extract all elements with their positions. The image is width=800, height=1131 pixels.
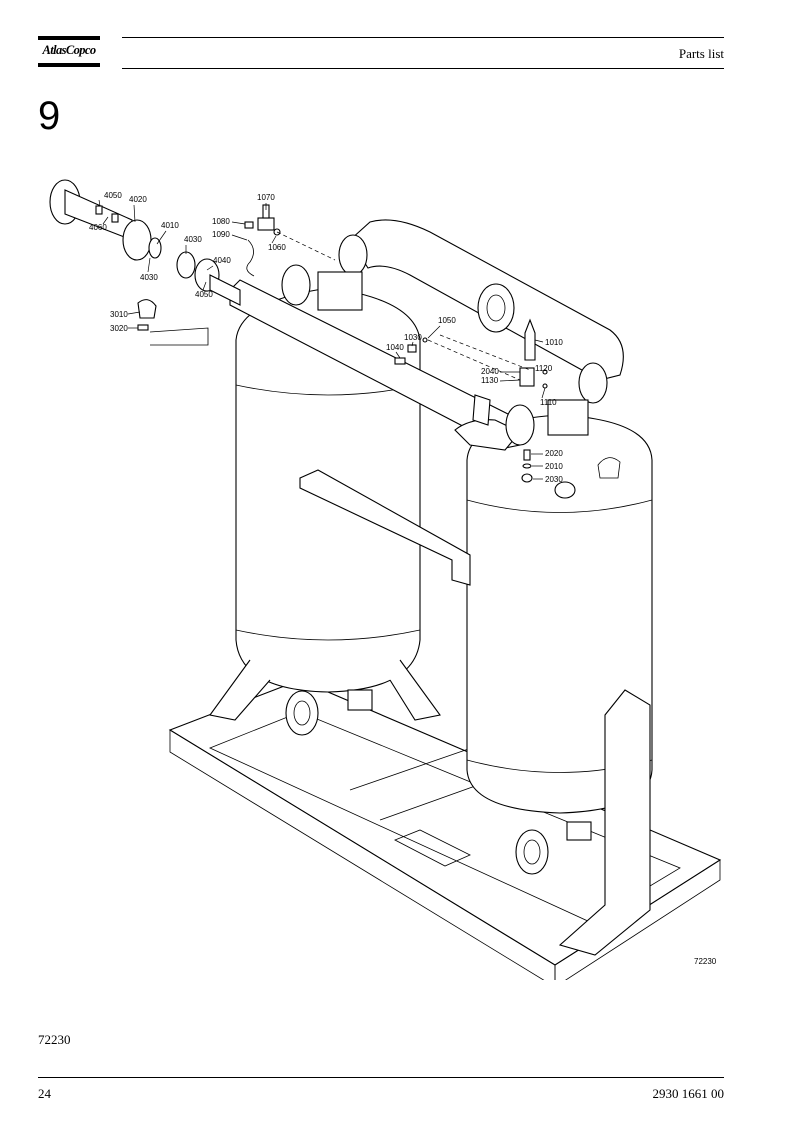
callout-4010: 4010 bbox=[161, 221, 179, 230]
callout-2010: 2010 bbox=[545, 462, 563, 471]
callout-4060: 4060 bbox=[89, 223, 107, 232]
cross-brace bbox=[299, 469, 471, 586]
callout-1050: 1050 bbox=[438, 316, 456, 325]
callout-1110: 1110 bbox=[540, 398, 557, 407]
callout-4050: 4050 bbox=[104, 191, 122, 200]
small-parts bbox=[137, 204, 548, 483]
atlas-copco-logo: AtlasCopco bbox=[38, 36, 100, 68]
front-vessel bbox=[466, 414, 653, 956]
header-rule-top bbox=[122, 37, 724, 38]
callout-2020: 2020 bbox=[545, 449, 563, 458]
logo-text: AtlasCopco bbox=[42, 43, 96, 57]
callout-1120: 1120 bbox=[535, 364, 553, 373]
logo-bar-top bbox=[38, 36, 100, 40]
callout-4040: 4040 bbox=[213, 256, 231, 265]
callout-2030: 2030 bbox=[545, 475, 563, 484]
callout-1070: 1070 bbox=[257, 193, 275, 202]
page-header-title: Parts list bbox=[678, 46, 724, 61]
logo-bar-bottom bbox=[38, 63, 100, 67]
drawing-id-label: 72230 bbox=[694, 957, 717, 966]
rear-vessel bbox=[209, 287, 441, 736]
callout-4020: 4020 bbox=[129, 195, 147, 204]
inlet-flange-assembly bbox=[49, 179, 241, 306]
callout-3010: 3010 bbox=[110, 310, 128, 319]
assembly-dash-lines bbox=[276, 231, 531, 381]
footer-rule bbox=[38, 1077, 724, 1078]
callout-labels: 4050 4020 4060 4010 4030 4030 4040 4050 … bbox=[89, 191, 563, 484]
upper-piping bbox=[229, 219, 624, 451]
callout-1130: 1130 bbox=[481, 376, 499, 385]
figure-caption: 72230 bbox=[38, 1032, 71, 1047]
section-number: 9 bbox=[38, 94, 61, 138]
page-number: 24 bbox=[38, 1086, 51, 1101]
callout-1090: 1090 bbox=[212, 230, 230, 239]
exploded-parts-drawing: 4050 4020 4060 4010 4030 4030 4040 4050 … bbox=[49, 179, 722, 980]
callout-1060: 1060 bbox=[268, 243, 286, 252]
callout-3020: 3020 bbox=[110, 324, 128, 333]
callout-4050-lower: 4050 bbox=[195, 290, 213, 299]
callout-4030-lower: 4030 bbox=[140, 273, 158, 282]
callout-1010: 1010 bbox=[545, 338, 563, 347]
header-rule-bottom bbox=[122, 68, 724, 69]
base-frame bbox=[168, 679, 722, 980]
callout-4030-upper: 4030 bbox=[184, 235, 202, 244]
callout-1040: 1040 bbox=[386, 343, 404, 352]
document-number: 2930 1661 00 bbox=[652, 1086, 725, 1101]
callout-1080: 1080 bbox=[212, 217, 230, 226]
callout-2040: 2040 bbox=[481, 367, 499, 376]
callout-1030: 1030 bbox=[404, 333, 422, 342]
